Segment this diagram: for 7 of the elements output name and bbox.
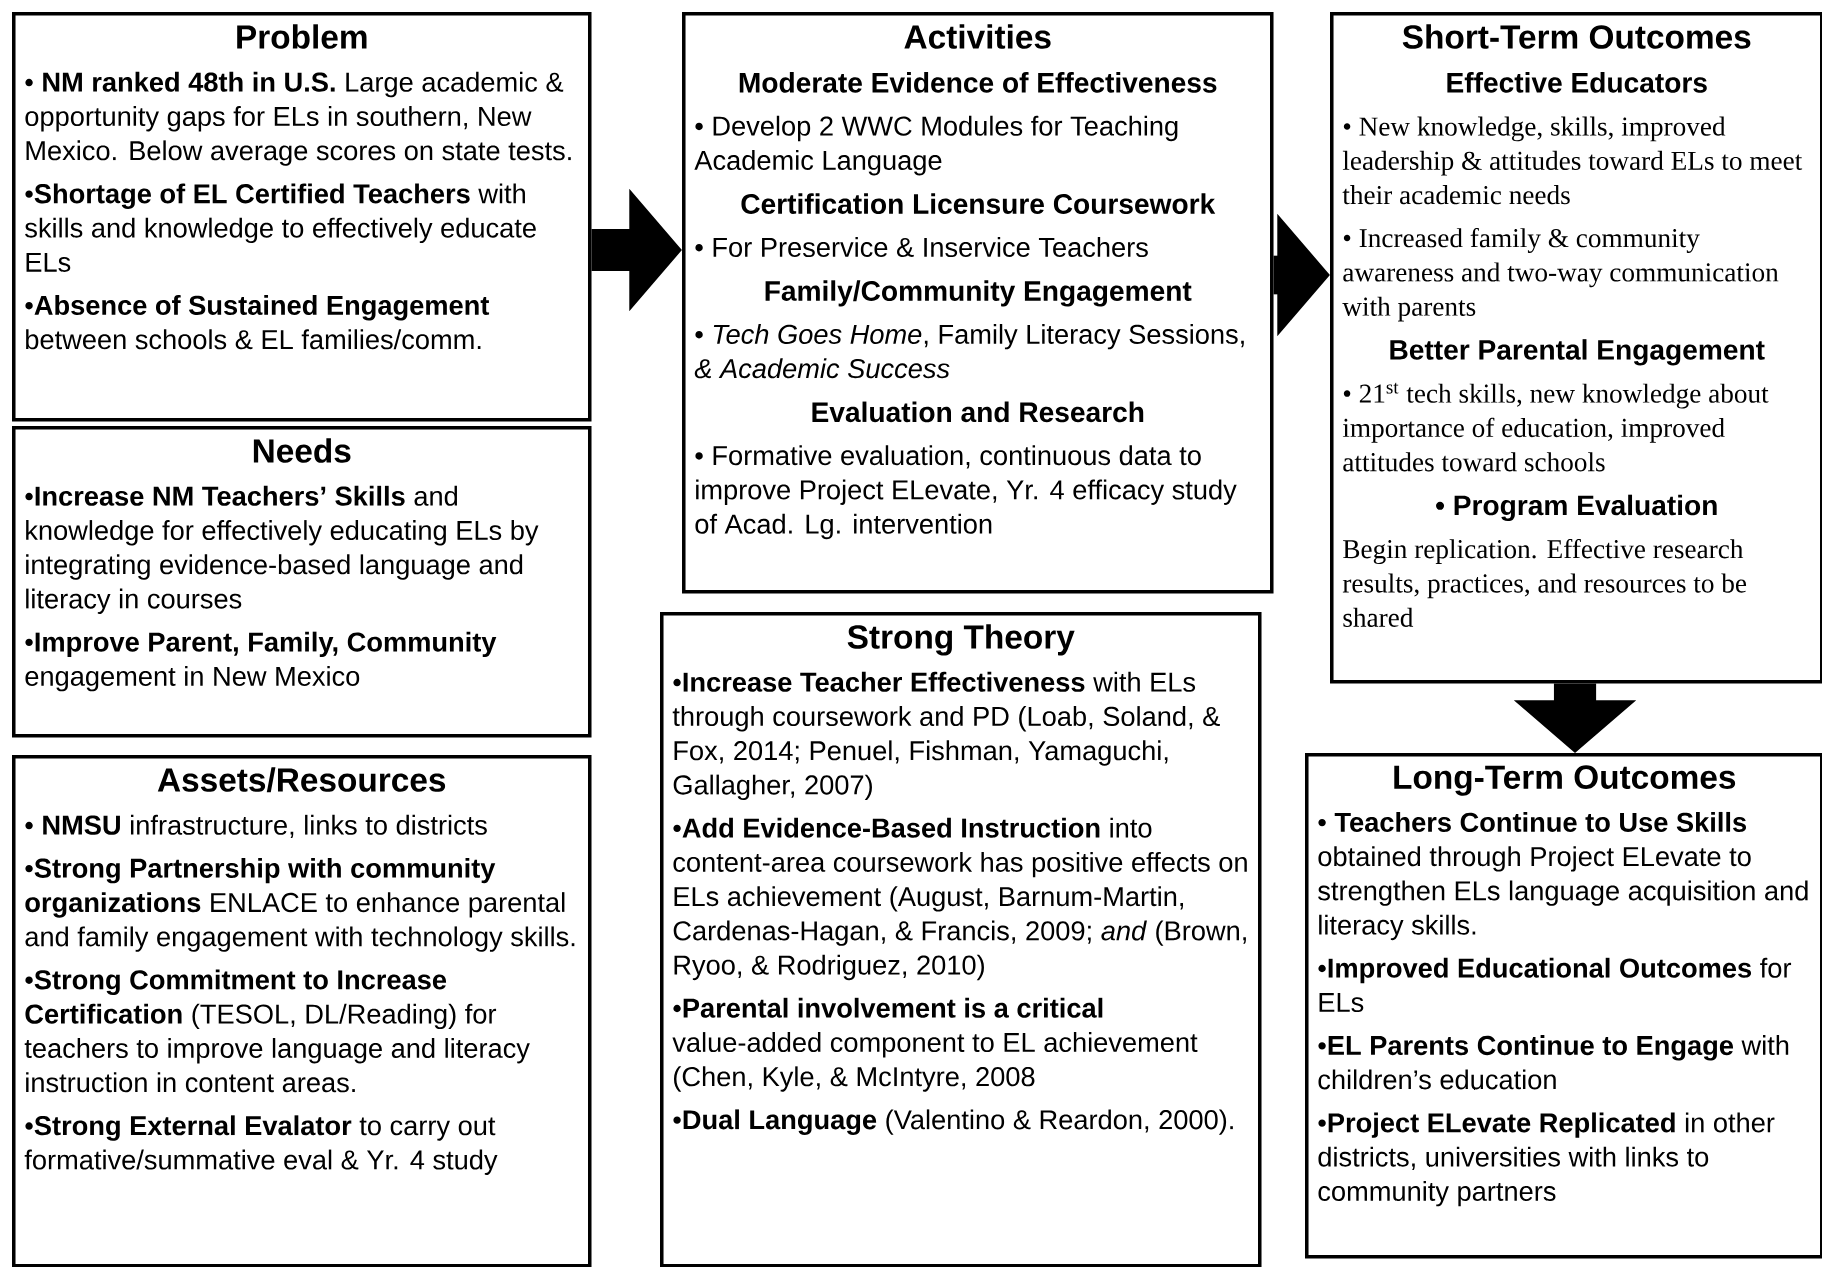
text-box: Assets/Resources • NMSU infrastructure, links to districts •Strong Partnership with community organizations ENLACE to enhance parental and family engagement with technology skills. •Strong Commitment to Increase Certification (TESOL, DL/Reading) for teachers to improve language and literacy instruction in content areas. •Strong External Evalator to carry out formative/summative eval & Yr. 4 study <box>12 755 592 1267</box>
text-box: Strong Theory •Increase Teacher Effectiveness with ELs through coursework and PD (Loab, Soland, & Fox, 2014; Penuel, Fishman, Yamaguchi, Gallagher, 2007) •Add Evidence-Based Instruction into content-area coursework has positive effects on ELs achievement (August, Barnum-Martin, Cardenas-Hagan, & Francis, 2009; and (Brown, Ryoo, & Rodriguez, 2010) •Parental involvement is a critical value-added component to EL achievement (Chen, Kyle, & McIntyre, 2008 •Dual Language (Valentino & Reardon, 2000). <box>660 612 1262 1267</box>
text-box: Short-Term Outcomes Effective Educators • New knowledge, skills, improved leadership & attitudes toward ELs to meet their academic needs • Increased family & community awareness and two-way communication with parents Better Parental Engagement • 21$^{st}$ tech skills, new knowledge about importance of education, improved attitudes toward schools • Program Evaluation Begin replication. Effective research results, practices, and resources to be shared <box>1330 12 1822 684</box>
text-box: Problem • NM ranked 48th in U.S. Large academic & opportunity gaps for ELs in southern, New Mexico. Below average scores on state tests. •Shortage of EL Certified Teachers with skills and knowledge to effectively educate ELs •Absence of Sustained Engagement between schools & EL families/comm. <box>12 12 592 422</box>
text-box: Activities Moderate Evidence of Effectiveness • Develop 2 WWC Modules for Teaching Academic Language Certification Licensure Coursework • For Preservice & Inservice Teachers Family/Community Engagement • Tech Goes Home, Family Literacy Sessions, & Academic Success Evaluation and Research • Formative evaluation, continuous data to improve Project ELevate, Yr. 4 efficacy study of Acad. Lg. intervention <box>682 12 1274 594</box>
text-box: Needs •Increase NM Teachers’ Skills and knowledge for effectively educating ELs by integrating evidence-based language and literacy in courses •Improve Parent, Family, Community engagement in New Mexico <box>12 426 592 738</box>
text-box: Long-Term Outcomes • Teachers Continue to Use Skills obtained through Project ELevate to strengthen ELs language acquisition and literacy skills. •Improved Educational Outcomes for ELs •EL Parents Continue to Engage with children’s education •Project ELevate Replicated in other districts, universities with links to community partners <box>1305 753 1822 1259</box>
